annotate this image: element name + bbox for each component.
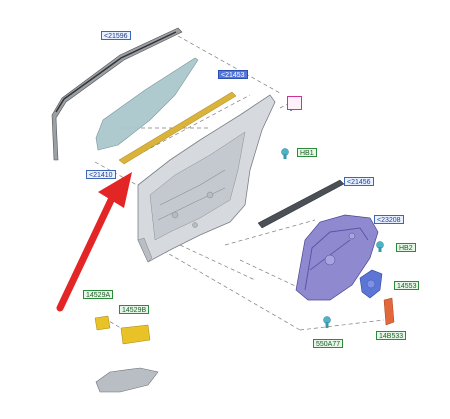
label-roof-frame: <21596 [101, 31, 131, 40]
label-clip-a: 14529A [83, 290, 114, 299]
hinge-bolt-part [281, 148, 289, 159]
label-clip-b: 14529B [119, 305, 150, 314]
label-regulator: <23208 [374, 215, 404, 224]
label-belt-moulding: <21456 [344, 177, 374, 186]
clip-b-part [120, 324, 151, 345]
trim-piece [95, 367, 159, 393]
label-retainer: 550A77 [313, 339, 344, 348]
label-connector: 14B533 [376, 331, 407, 340]
retainer-part [323, 316, 331, 328]
label-hinge-bolt: HB1 [297, 148, 317, 157]
label-window-clip [287, 96, 302, 110]
red-arrow [56, 172, 132, 312]
door-inner-panel [137, 94, 276, 263]
glass-run-seal [118, 91, 237, 165]
label-window-glass: <21410 [86, 170, 116, 179]
regulator-motor [359, 269, 383, 299]
window-regulator [295, 214, 379, 301]
window-glass [95, 57, 199, 151]
roof-frame-rail [51, 27, 183, 161]
label-glass-run-seal: <21453 [218, 70, 248, 79]
clip-a-part [94, 315, 111, 331]
label-regulator-bolt: HB2 [396, 243, 416, 252]
connector-part [383, 297, 395, 326]
regulator-bolt-part [376, 241, 384, 252]
label-regulator-motor: 14553 [394, 281, 420, 290]
